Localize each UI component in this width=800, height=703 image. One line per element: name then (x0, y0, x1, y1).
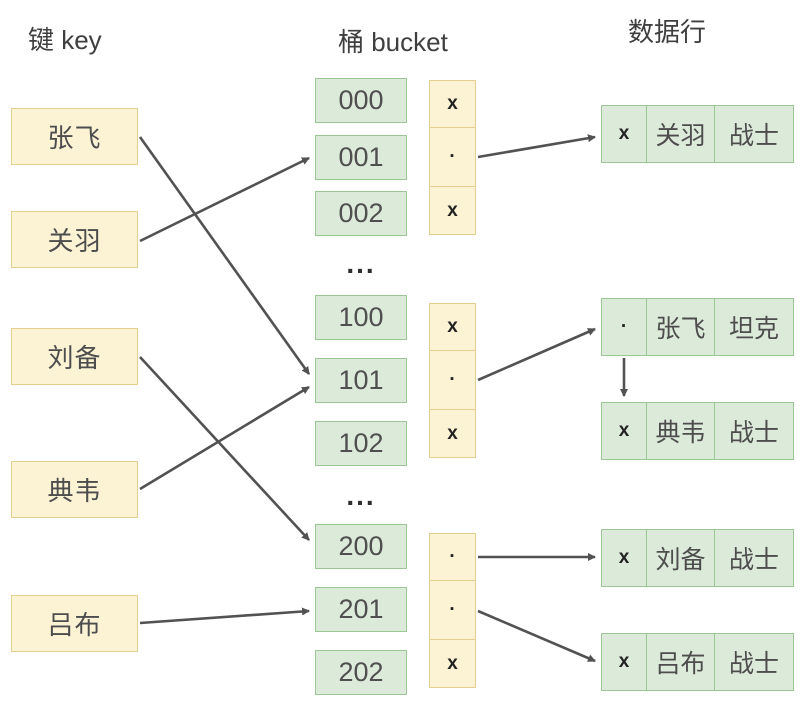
slot-stack-0xx: x · x (429, 80, 476, 235)
bucket-box-200: 200 (315, 524, 407, 569)
key-box-zhangfei: 张飞 (11, 108, 138, 165)
data-row-liubei: x 刘备 战士 (601, 529, 794, 587)
arrow-slot1-to-row-zhangfei (477, 327, 596, 382)
slot-stack-1xx: x · x (429, 303, 476, 458)
row-name-cell: 典韦 (647, 402, 715, 460)
row-role-cell: 坦克 (715, 298, 794, 356)
key-box-liubei: 刘备 (11, 328, 138, 385)
row-name-cell: 张飞 (647, 298, 715, 356)
slot-cell-pointer: · (429, 351, 476, 410)
row-role-cell: 战士 (715, 633, 794, 691)
bucket-ellipsis-1: ... (346, 248, 376, 279)
slot-cell-pointer: · (429, 533, 476, 581)
row-name-cell: 吕布 (647, 633, 715, 691)
data-row-dianwei: x 典韦 战士 (601, 402, 794, 460)
arrow-zhangfei-to-bucket-101 (138, 136, 311, 375)
arrow-guanyu-to-bucket-001 (139, 156, 310, 243)
arrow-lvbu-to-bucket-201 (139, 607, 310, 625)
slot-cell-pointer: · (429, 581, 476, 640)
bucket-ellipsis-2: ... (346, 480, 376, 511)
column-header-data-rows: 数据行 (628, 17, 707, 47)
key-box-lvbu: 吕布 (11, 595, 138, 652)
arrow-slot0-to-row-guanyu (477, 134, 596, 159)
bucket-box-002: 002 (315, 191, 407, 236)
row-flag-cell: x (601, 402, 647, 460)
arrow-slot2b-to-row-lvbu (477, 609, 596, 663)
bucket-box-102: 102 (315, 421, 407, 466)
data-row-zhangfei: · 张飞 坦克 (601, 298, 794, 356)
bucket-box-001: 001 (315, 135, 407, 180)
arrow-dianwei-to-bucket-101 (139, 385, 310, 491)
slot-cell: x (429, 187, 476, 235)
row-flag-cell: x (601, 633, 647, 691)
row-name-cell: 关羽 (647, 105, 715, 163)
row-role-cell: 战士 (715, 402, 794, 460)
slot-cell: x (429, 410, 476, 458)
slot-stack-2xx: · · x (429, 533, 476, 688)
column-header-key: 键 key (28, 25, 102, 55)
data-row-guanyu: x 关羽 战士 (601, 105, 794, 163)
row-role-cell: 战士 (715, 529, 794, 587)
row-flag-cell-pointer: · (601, 298, 647, 356)
slot-cell-pointer: · (429, 128, 476, 187)
row-name-cell: 刘备 (647, 529, 715, 587)
slot-cell: x (429, 80, 476, 128)
row-flag-cell: x (601, 529, 647, 587)
column-header-bucket: 桶 bucket (338, 27, 448, 57)
bucket-box-100: 100 (315, 295, 407, 340)
slot-cell: x (429, 303, 476, 351)
data-row-lvbu: x 吕布 战士 (601, 633, 794, 691)
row-flag-cell: x (601, 105, 647, 163)
bucket-box-101: 101 (315, 358, 407, 403)
row-role-cell: 战士 (715, 105, 794, 163)
bucket-box-201: 201 (315, 587, 407, 632)
bucket-box-202: 202 (315, 650, 407, 695)
bucket-box-000: 000 (315, 78, 407, 123)
key-box-dianwei: 典韦 (11, 461, 138, 518)
arrow-liubei-to-bucket-200 (139, 356, 310, 541)
key-box-guanyu: 关羽 (11, 211, 138, 268)
slot-cell: x (429, 640, 476, 688)
